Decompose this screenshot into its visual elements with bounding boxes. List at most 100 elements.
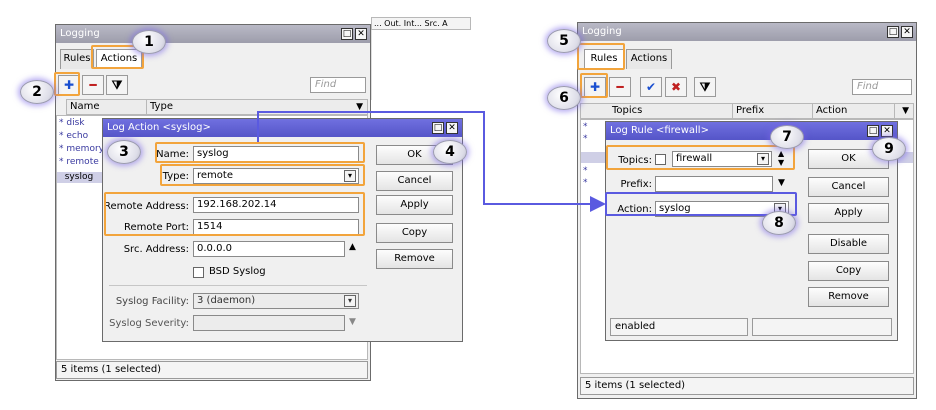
remove-button[interactable]: ━ [609,77,631,97]
syslog-facility-select[interactable]: 3 (daemon) ▾ [193,293,359,309]
type-select[interactable]: remote ▾ [193,168,359,184]
chevron-down-icon[interactable]: ▼ [356,102,363,112]
find-input[interactable]: Find [310,77,366,93]
triangle-up-icon[interactable]: ▲ [349,242,356,252]
disable-button[interactable]: ✖ [665,77,687,97]
up-down-arrows-icon[interactable]: ▲▼ [778,149,785,167]
filter-button[interactable]: ⧩ [106,75,128,95]
copy-button[interactable]: Copy [808,261,889,281]
remote-address-field[interactable]: 192.168.202.14 [193,197,359,213]
callout-6: 6 [547,86,581,110]
chevron-down-icon[interactable]: ▼ [778,178,785,188]
connector-line-syslog [257,111,606,212]
close-icon[interactable]: ✕ [901,26,913,38]
remote-address-label: Remote Address: [104,201,189,212]
restore-icon[interactable]: □ [432,122,444,134]
bsd-syslog-checkbox[interactable] [193,267,204,278]
background-window-body [371,30,471,100]
callout-9: 9 [872,137,906,161]
rules-grid-header: Topics Prefix Action ▼ [580,103,914,119]
tab-actions[interactable]: Actions [626,49,672,69]
column-topics[interactable]: Topics [609,104,733,118]
callout-3: 3 [107,140,141,164]
log-rule-status: enabled [610,318,748,336]
list-item[interactable]: * [583,134,588,144]
topics-select[interactable]: firewall ▾ [672,151,772,167]
cancel-button[interactable]: Cancel [376,171,453,191]
list-item[interactable]: * [583,166,588,176]
name-label: Name: [156,149,189,160]
dropdown-icon[interactable]: ▾ [344,170,356,182]
highlight-rules-tab [577,43,625,70]
close-icon[interactable]: ✕ [881,125,893,137]
chevron-down-icon[interactable]: ▼ [902,106,909,116]
list-item[interactable]: * disk [59,118,85,128]
restore-icon[interactable]: □ [887,26,899,38]
left-logging-title: Logging [60,28,100,39]
highlight-add-button-right [580,73,608,98]
type-label: Type: [162,171,189,182]
src-address-field[interactable]: 0.0.0.0 [193,241,345,257]
plus-icon: ✚ [589,80,601,94]
apply-button[interactable]: Apply [376,195,453,215]
restore-icon[interactable]: □ [867,125,879,137]
remove-button[interactable]: Remove [808,287,889,307]
dropdown-icon[interactable]: ▾ [757,153,769,165]
highlight-action-row [605,192,797,216]
close-icon[interactable]: ✕ [355,28,367,40]
minus-icon: ━ [616,80,624,94]
column-action[interactable]: Action [813,104,895,118]
tab-actions[interactable]: Actions [96,49,142,69]
plus-icon: ✚ [63,78,75,92]
find-input[interactable]: Find [852,79,912,95]
src-address-label: Src. Address: [123,244,189,255]
list-item[interactable]: * remote [59,157,99,167]
log-rule-title: Log Rule <firewall> [610,125,709,136]
log-rule-titlebar: Log Rule <firewall> [606,122,897,140]
prefix-field[interactable] [655,176,773,192]
copy-button[interactable]: Copy [376,223,453,243]
cancel-button[interactable]: Cancel [808,177,889,197]
list-item[interactable]: * [583,122,588,132]
filter-icon: ⧩ [111,78,123,92]
list-item[interactable]: * memory [59,144,104,154]
disable-button[interactable]: Disable [808,234,889,254]
chevron-down-icon[interactable]: ▼ [349,317,356,327]
syslog-severity-label: Syslog Severity: [109,318,189,329]
divider [109,285,367,286]
highlight-type-field [160,164,365,186]
log-action-titlebar: Log Action <syslog> [103,119,462,137]
right-logging-title: Logging [582,26,622,37]
tab-rules[interactable]: Rules [60,49,94,69]
enable-button[interactable]: ✔ [640,77,662,97]
dropdown-icon[interactable]: ▾ [344,295,356,307]
column-name[interactable]: Name [67,100,147,114]
syslog-facility-label: Syslog Facility: [115,296,189,307]
list-item[interactable]: * echo [59,131,89,141]
left-status-bar: 5 items (1 selected) [56,361,368,379]
remote-port-label: Remote Port: [124,222,189,233]
column-type[interactable]: Type [150,101,173,112]
column-prefix[interactable]: Prefix [733,104,813,118]
prefix-label: Prefix: [620,179,652,190]
right-status-bar: 5 items (1 selected) [580,377,914,395]
highlight-actions-tab [91,45,144,69]
remove-button[interactable]: ━ [82,75,104,95]
highlight-topics-row [606,145,795,170]
action-label: Action: [617,204,652,215]
bsd-syslog-label: BSD Syslog [209,266,266,277]
list-item[interactable]: * [583,178,588,188]
apply-button[interactable]: Apply [808,203,889,223]
callout-2: 2 [20,80,54,104]
remove-button[interactable]: Remove [376,249,453,269]
topics-invert-checkbox[interactable] [655,154,666,165]
restore-icon[interactable]: □ [341,28,353,40]
callout-1: 1 [132,30,166,54]
syslog-severity-select[interactable] [193,315,345,331]
right-logging-titlebar: Logging [578,23,916,41]
filter-button[interactable]: ⧩ [694,77,716,97]
callout-7: 7 [770,125,804,149]
highlight-remote-fields [104,192,365,236]
log-rule-status-extra [752,318,892,336]
close-icon[interactable]: ✕ [446,122,458,134]
